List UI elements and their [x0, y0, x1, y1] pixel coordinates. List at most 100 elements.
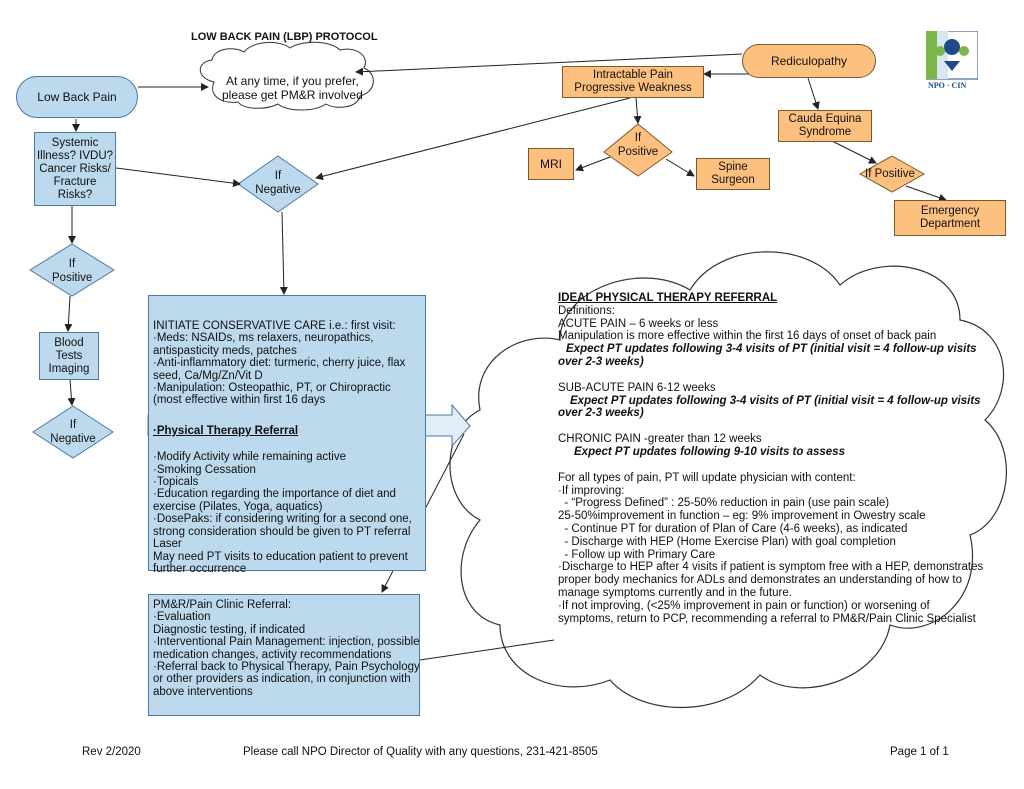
if-positive-left-text: If Positive [52, 257, 92, 285]
if-positive-mid-diamond [603, 123, 673, 177]
if-positive-mid-line-1: If [634, 132, 642, 144]
cons-b-2: ·Smoking Cessation [153, 463, 256, 476]
low-back-pain-label: Low Back Pain [37, 90, 117, 104]
rediculopathy-label: Rediculopathy [770, 54, 848, 68]
cons-b-4: ·Education regarding the importance of d… [153, 488, 396, 501]
pmr-pain-clinic-box: PM&R/Pain Clinic Referral: ·Evaluation D… [148, 594, 420, 716]
pmr-line-6: ·Referral back to Physical Therapy, Pain… [153, 661, 420, 674]
pt-subacute-expect-2: over 2-3 weeks) [558, 407, 644, 420]
cons-a-3: antispasticity meds, patches [153, 344, 297, 357]
pt-all-3: - “Progress Defined” : 25-50% reduction … [558, 497, 890, 510]
intractable-line-1: Intractable Pain [593, 69, 673, 81]
spine-surgeon-node: Spine Surgeon [696, 158, 770, 190]
cons-b-8: Laser [153, 538, 182, 551]
cauda-line-1: Cauda Equina [788, 113, 862, 125]
blood-line-3: Imaging [48, 362, 90, 375]
pt-subacute-expect-1: Expect PT updates following 3-4 visits o… [570, 394, 981, 407]
intractable-pain-node: Intractable Pain Progressive Weakness [562, 66, 704, 98]
pt-chronic: CHRONIC PAIN -greater than 12 weeks [558, 433, 762, 446]
pt-acute: ACUTE PAIN – 6 weeks or less [558, 317, 719, 330]
pt-all-8: ·Discharge to HEP after 4 visits if pati… [558, 561, 984, 574]
pmr-line-2: ·Evaluation [153, 611, 211, 624]
if-negative-left-line-1: If [69, 419, 77, 431]
cons-a-4: ·Anti-inflammatory diet: turmeric, cherr… [153, 357, 406, 370]
cons-a-1: INITIATE CONSERVATIVE CARE i.e.: first v… [153, 320, 396, 332]
spine-line-1: Spine [718, 161, 748, 173]
pmr-line-8: above interventions [153, 685, 253, 698]
blood-tests-node: Blood Tests Imaging [39, 332, 99, 380]
if-negative-left-text: If Negative [48, 418, 98, 446]
note-cloud-shape [199, 41, 374, 111]
cons-b-10: further occurrence [153, 562, 247, 575]
emergency-line-2: Department [919, 218, 981, 230]
systemic-line-4: Fracture [53, 175, 97, 188]
cons-a-7: (most effective within first 16 days [153, 394, 326, 407]
cons-a-6: ·Manipulation: Osteopathic, PT, or Chiro… [153, 382, 391, 395]
if-negative-center-line-1: If [274, 170, 282, 182]
pt-referral-cloud-shape [449, 251, 1007, 709]
pt-referral-cloud-text: IDEAL PHYSICAL THERAPY REFERRAL Definiti… [558, 292, 988, 625]
cons-b-1: ·Modify Activity while remaining active [153, 451, 347, 464]
if-negative-center-line-2: Negative [255, 184, 301, 196]
blood-line-2: Tests [55, 349, 83, 362]
pt-acute-expect-1: Expect PT updates following 3-4 visits o… [566, 343, 977, 356]
pt-all-11: ·If not improving, (<25% improvement in … [558, 599, 930, 612]
pt-chronic-expect: Expect PT updates following 9-10 visits … [574, 445, 845, 458]
if-negative-center-text: If Negative [253, 169, 303, 197]
cons-b-5: exercise (Pilates, Yoga, aquatics) [153, 500, 323, 513]
if-negative-left-diamond [32, 405, 114, 459]
pt-all-12: symptoms, return to PCP, recommending a … [558, 612, 976, 625]
pt-subacute: SUB-ACUTE PAIN 6-12 weeks [558, 381, 716, 394]
pmr-line-4: ·Interventional Pain Management: injecti… [153, 636, 420, 649]
spine-line-2: Surgeon [711, 174, 755, 186]
cons-a-2: ·Meds: NSAIDs, ms relaxers, neuropathics… [153, 332, 374, 345]
note-line-1: At any time, if you prefer, [226, 74, 359, 88]
pt-referral-label: ·Physical Therapy Referral [153, 424, 299, 437]
pmr-line-1: PM&R/Pain Clinic Referral: [153, 599, 292, 611]
systemic-line-5: Risks? [57, 188, 93, 201]
low-back-pain-node: Low Back Pain [16, 76, 138, 118]
systemic-line-2: Illness? IVDU? [36, 149, 114, 162]
footer-revision: Rev 2/2020 [82, 746, 141, 758]
cons-b-6: ·DosePaks: if considering writing for a … [153, 513, 412, 526]
pt-definitions: Definitions: [558, 304, 615, 317]
pmr-line-3: Diagnostic testing, if indicated [153, 623, 306, 636]
mri-label: MRI [540, 157, 562, 171]
if-positive-left-line-2: Positive [52, 272, 93, 284]
pt-cloud-heading: IDEAL PHYSICAL THERAPY REFERRAL [558, 292, 778, 304]
systemic-risks-node: Systemic Illness? IVDU? Cancer Risks/ Fr… [34, 132, 116, 206]
cons-b-9: May need PT visits to education patient … [153, 550, 408, 563]
pt-all-2: ·If improving: [558, 484, 625, 497]
logo-text: NPO · CIN [928, 81, 967, 90]
emergency-department-node: Emergency Department [894, 200, 1006, 236]
systemic-line-3: Cancer Risks/ [39, 162, 111, 175]
page-title: LOW BACK PAIN (LBP) PROTOCOL [191, 31, 378, 43]
cons-b-3: ·Topicals [153, 476, 199, 489]
pt-all-4: 25-50%improvement in function – eg: 9% i… [558, 510, 926, 523]
if-positive-mid-line-2: Positive [617, 146, 659, 158]
rediculopathy-node: Rediculopathy [742, 44, 876, 78]
pmr-line-7: or other providers as indication, in con… [153, 673, 411, 686]
pmr-line-5: medication changes, activity recommendat… [153, 648, 392, 661]
if-negative-center-diamond [237, 155, 319, 213]
pt-all-7: - Follow up with Primary Care [558, 548, 716, 561]
blood-line-1: Blood [54, 336, 84, 349]
footer-contact: Please call NPO Director of Quality with… [243, 746, 598, 758]
pt-referral-label-text: Physical Therapy Referral [156, 424, 299, 437]
pt-all-5: - Continue PT for duration of Plan of Ca… [558, 522, 908, 535]
pt-all-1: For all types of pain, PT will update ph… [558, 471, 856, 484]
pt-manipulation: Manipulation is more effective within th… [558, 330, 937, 343]
mri-node: MRI [528, 148, 574, 180]
intractable-line-2: Progressive Weakness [574, 82, 692, 94]
cons-a-5: seed, Ca/Mg/Zn/Vit D [153, 369, 263, 382]
npo-cin-logo: NPO · CIN [925, 30, 979, 93]
if-negative-left-line-2: Negative [50, 433, 96, 445]
note-cloud-text: At any time, if you prefer, please get P… [222, 74, 363, 102]
cauda-equina-node: Cauda Equina Syndrome [778, 110, 872, 142]
emergency-line-1: Emergency [920, 205, 980, 217]
footer-page-number: Page 1 of 1 [890, 746, 949, 758]
if-positive-mid-text: If Positive [613, 131, 663, 159]
pt-all-10: manage symptoms currently and in the fut… [558, 586, 792, 599]
pt-all-9: proper body mechanics for ADLs and demon… [558, 574, 963, 587]
